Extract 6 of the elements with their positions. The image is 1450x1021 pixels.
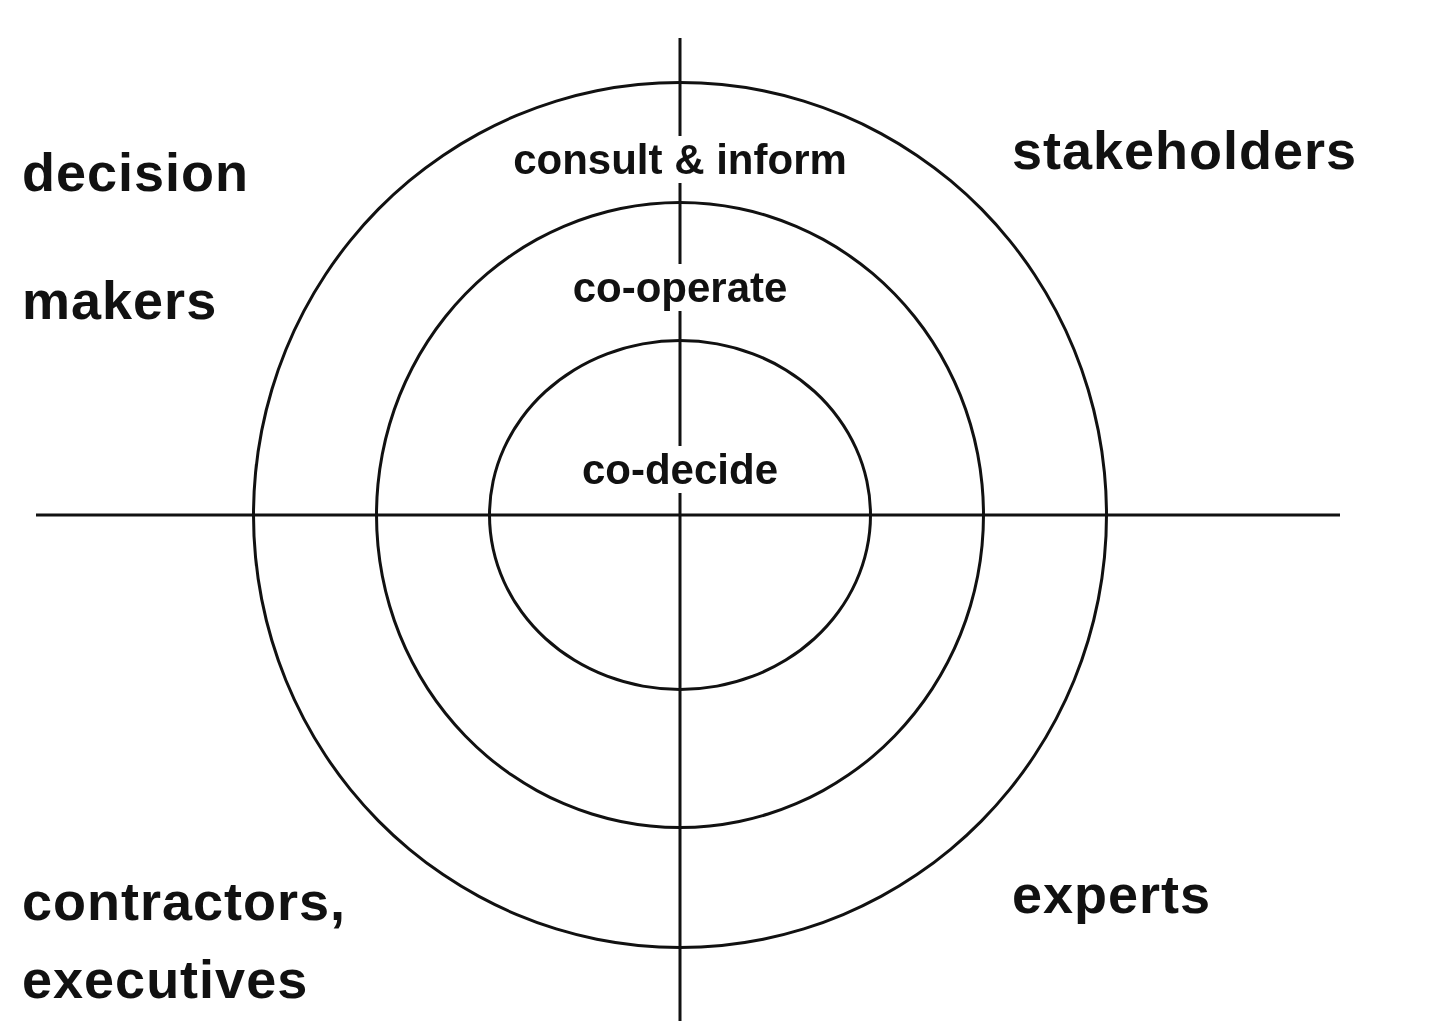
quadrant-label: experts [1012, 863, 1213, 926]
ring [488, 339, 872, 691]
quadrant-label: stakeholders [1012, 119, 1359, 182]
ring [375, 201, 985, 829]
quadrant-label: decision makers [22, 141, 251, 332]
quadrant-label: contractors, executives [22, 870, 348, 1011]
